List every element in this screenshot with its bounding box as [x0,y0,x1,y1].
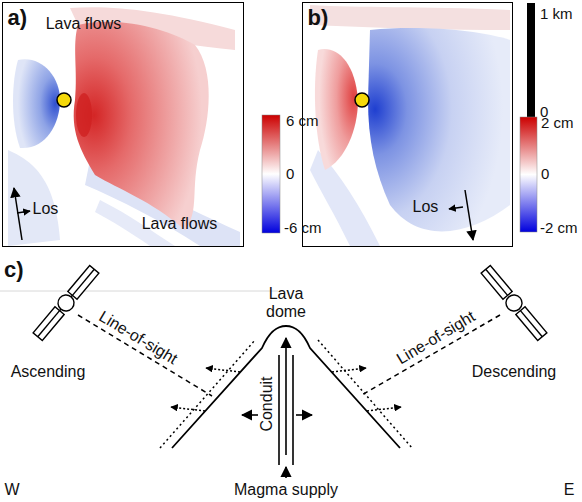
vent-marker [57,93,71,107]
vent-marker [355,93,369,107]
los-arrow [465,190,473,240]
panel-letter: a) [8,5,28,30]
satellite-icon [32,264,101,342]
insar-map-descending [315,49,358,170]
volcano-cross-section [285,338,287,455]
satellite-icon [33,307,64,341]
area-label: Lava flows [142,214,218,232]
panel-letter: b) [308,5,329,30]
satellite-icon [503,292,526,315]
insar-map-descending [310,5,510,246]
orbit-label: Descending [472,363,557,381]
satellite-icon [486,269,508,295]
colorbar [262,115,280,233]
satellite-icon [68,265,99,299]
los-arrow [449,190,473,240]
los-label: Line-of-sight [394,307,479,368]
scale-label: 1 km [540,5,573,22]
feature-label: Conduit [258,376,276,431]
volcano-cross-section [285,467,287,478]
satellite-icon [72,269,94,295]
colorbar-tick: 6 cm [286,112,319,129]
orbit-label: Ascending [11,363,86,381]
los-arrow [17,211,30,213]
insar-map-descending [310,5,510,30]
los-arrow [14,188,30,240]
colorbar-tick: 0 [541,165,549,182]
direction-label: W [4,481,19,499]
insar-map-ascending [13,59,60,148]
volcano-cross-section [332,368,366,372]
line-of-sight-line [78,315,212,396]
feature-label: Lava dome [258,285,314,322]
satellite-icon [520,311,542,337]
satellite-icon [480,264,549,342]
line-of-sight-line [360,315,500,396]
los-label: Line-of-sight [96,307,181,368]
colorbar [520,117,537,232]
satellite-icon [516,307,547,341]
map-panel: b) Los [302,2,513,247]
colorbar-tick: -2 cm [540,219,578,236]
volcano-cross-section [296,414,312,416]
separator-line [0,291,278,292]
volcano-cross-section [171,407,205,411]
volcano-cross-section [206,368,240,372]
direction-label: E [564,481,575,499]
insar-map-ascending [8,7,240,246]
panel-letter: c) [4,257,24,282]
volcano-cross-section [367,407,401,411]
volcano-cross-section [242,414,258,416]
insar-map-descending [368,28,510,231]
volcano-cross-section [292,355,294,465]
satellite-icon [38,311,60,337]
volcano-cross-section [278,355,280,465]
scale-bar [527,3,535,125]
los-arrow [449,207,463,209]
insar-map-ascending [8,150,60,246]
satellite-icon [481,265,512,299]
feature-label: Magma supply [234,481,338,499]
los-label: Los [413,197,439,215]
area-label: Lava flows [46,14,122,32]
insar-map-ascending [74,22,209,230]
satellite-icon [55,292,78,315]
insar-map-ascending [76,93,92,137]
los-label: Los [33,199,59,217]
volcano-cross-section [160,326,412,478]
map-panel: a)Lava flowsLava flowsLos [2,2,244,247]
los-arrow [14,188,22,240]
colorbar-tick: -6 cm [284,219,322,236]
colorbar-tick: 0 [286,165,294,182]
scale-label: 0 [540,103,548,120]
satellite-icon [38,269,95,336]
